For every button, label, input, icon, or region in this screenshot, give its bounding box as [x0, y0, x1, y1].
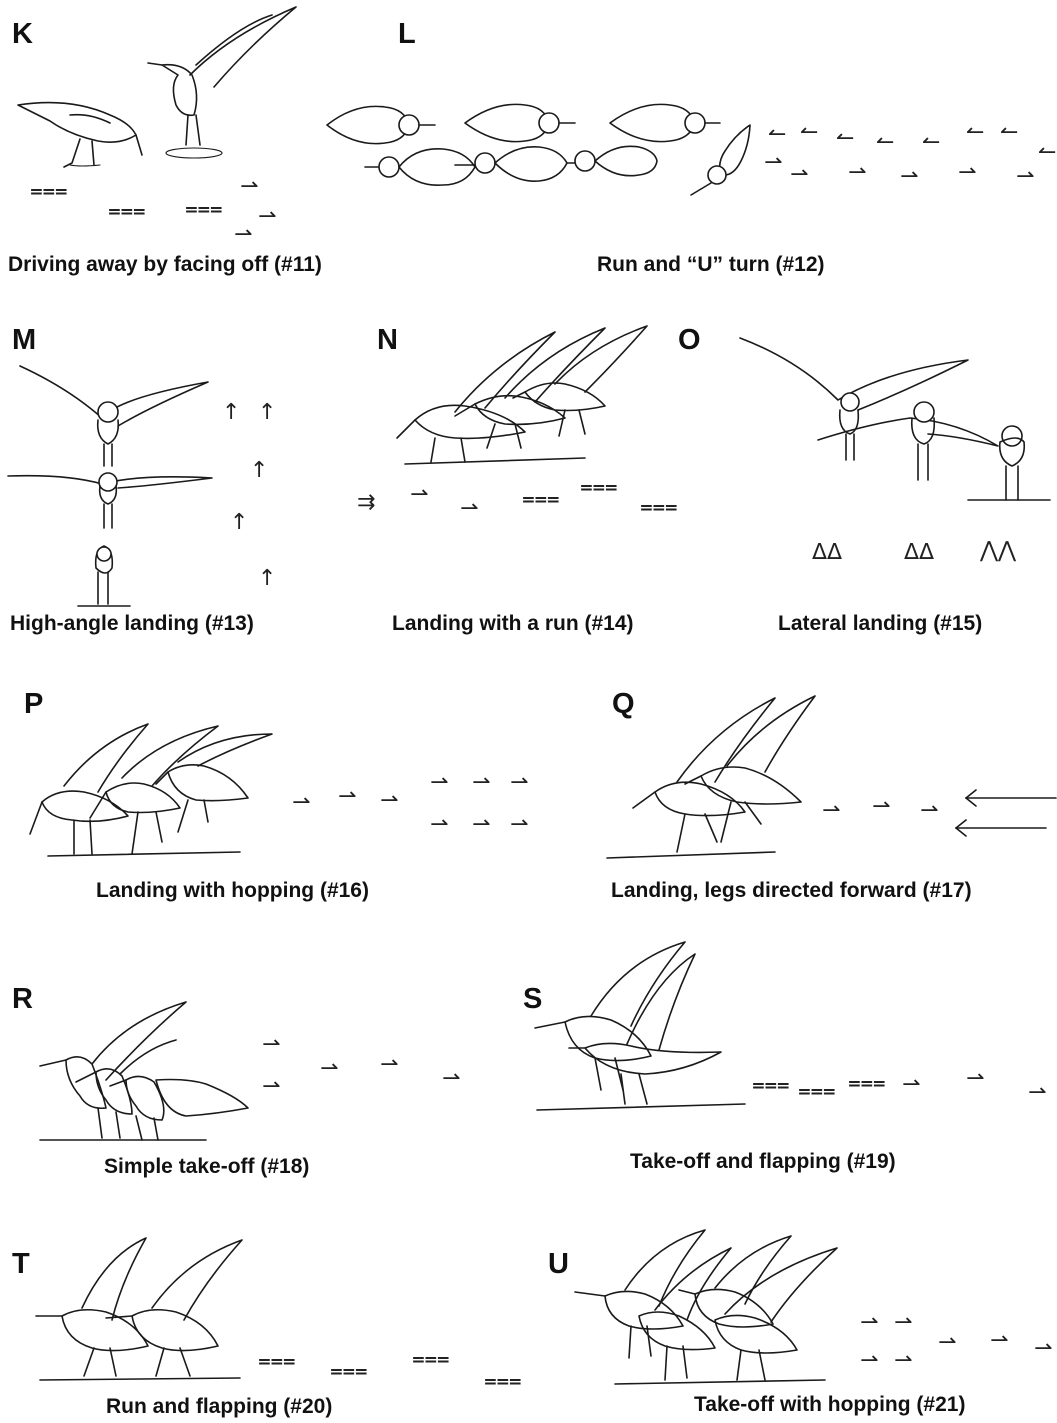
footprint-icon: ↑	[222, 402, 240, 424]
footprint-icon: ⇀	[1028, 1082, 1046, 1104]
footprint-icon: ⇀	[262, 1076, 280, 1098]
footprint-icon: ⇀	[472, 772, 490, 794]
caption-r: Simple take-off (#18)	[104, 1156, 309, 1177]
footprint-icon: ⩶	[798, 1080, 836, 1102]
panel-letter-t: T	[12, 1250, 30, 1279]
footprint-icon: ⇀	[442, 1068, 460, 1090]
footprint-icon: ⩶	[848, 1072, 886, 1094]
footprint-icon: ↑	[258, 568, 276, 590]
footprint-icon: ⩶	[752, 1074, 790, 1096]
footprint-icon: ⇀	[966, 1068, 984, 1090]
footprint-icon: ⇀	[920, 800, 938, 822]
caption-t: Run and flapping (#20)	[106, 1396, 332, 1417]
footprint-icon: ⇀	[240, 176, 258, 198]
footprint-icon: ⇀	[938, 1332, 956, 1354]
footprint-icon: ⇀	[430, 772, 448, 794]
footprint-icon: ⇀	[234, 224, 252, 246]
landing-with-hopping-birds-icon	[28, 722, 278, 862]
footprint-icon: ⇀	[764, 152, 782, 174]
footprint-icon: ⇀	[472, 814, 490, 836]
caption-s: Take-off and flapping (#19)	[630, 1151, 896, 1172]
footprint-icon: ⩶	[522, 488, 560, 510]
footprint-icon: ⇀	[790, 164, 808, 186]
caption-k: Driving away by facing off (#11)	[8, 254, 322, 275]
footprint-icon: ᐃᐃ	[904, 542, 934, 564]
simple-take-off-birds-icon	[36, 1000, 256, 1145]
caption-p: Landing with hopping (#16)	[96, 880, 369, 901]
take-off-with-hopping-birds-icon	[575, 1230, 850, 1390]
footprint-icon: ↼	[1038, 142, 1056, 164]
caption-m: High-angle landing (#13)	[10, 613, 254, 634]
footprint-icon: ⇀	[822, 800, 840, 822]
footprint-icon: ⇀	[380, 790, 398, 812]
panel-letter-p: P	[24, 690, 43, 719]
footprint-icon: ⇀	[262, 1034, 280, 1056]
footprint-icon: ⩶	[580, 476, 618, 498]
panel-letter-m: M	[12, 326, 36, 355]
facing-off-birds-icon	[10, 5, 280, 165]
footprint-icon: ⩶	[330, 1360, 368, 1382]
footprint-icon: ⩶	[185, 198, 223, 220]
footprint-icon: ⇀	[510, 772, 528, 794]
footprint-icon: ⇀	[900, 166, 918, 188]
footprint-icon: ⇀	[1016, 166, 1034, 188]
footprint-icon: ↼	[922, 132, 940, 154]
footprint-icon: ⇀	[860, 1350, 878, 1372]
lateral-landing-birds-icon	[738, 330, 1053, 505]
footprint-icon: ⩶	[258, 1350, 296, 1372]
caption-n: Landing with a run (#14)	[392, 613, 634, 634]
footprint-icon: ⩶	[484, 1370, 522, 1392]
footprint-icon: ↼	[1000, 122, 1018, 144]
footprint-icon: ⇀	[410, 484, 428, 506]
footprint-icon: ⇀	[860, 1312, 878, 1334]
footprint-icon: ⇀	[292, 792, 310, 814]
footprint-icon: ⇀	[510, 814, 528, 836]
footprint-icon: ⇀	[894, 1350, 912, 1372]
footprint-icon: ⇀	[848, 162, 866, 184]
panel-letter-o: O	[678, 326, 701, 355]
landing-with-run-birds-icon	[395, 322, 655, 472]
high-angle-landing-birds-icon	[8, 358, 218, 613]
footprint-icon: ⇀	[320, 1058, 338, 1080]
footprint-icon: ⇀	[1034, 1338, 1052, 1360]
footprint-icon: ↑	[250, 460, 268, 482]
landing-legs-forward-birds-icon	[605, 692, 825, 862]
footprint-icon: ↼	[966, 122, 984, 144]
footprint-icon: ↼	[800, 122, 818, 144]
footprint-icon: ↑	[258, 402, 276, 424]
panel-letter-r: R	[12, 985, 33, 1014]
footprint-icon: ⩶	[640, 496, 678, 518]
footprint-icon: ↼	[768, 124, 786, 146]
footprint-icon: ⇀	[894, 1312, 912, 1334]
footprint-icon: ⇀	[430, 814, 448, 836]
footprint-icon: ⩶	[30, 180, 68, 202]
footprint-icon: ⇀	[460, 498, 478, 520]
footprint-icon: ⇀	[990, 1330, 1008, 1352]
footprint-icon: ⇀	[902, 1074, 920, 1096]
footprint-icon: ⇀	[380, 1054, 398, 1076]
footprint-icon: ⇀	[258, 206, 276, 228]
footprint-icon: ⩶	[108, 200, 146, 222]
footprint-icon: ⇀	[958, 162, 976, 184]
footprint-icon: ⋀⋀	[980, 540, 1016, 562]
footprint-icon: ᐃᐃ	[812, 542, 842, 564]
footprint-icon: ↑	[230, 512, 248, 534]
run-and-flapping-birds-icon	[36, 1236, 246, 1386]
u-turn-birds-top-view-icon	[325, 95, 765, 205]
caption-q: Landing, legs directed forward (#17)	[611, 880, 972, 901]
caption-o: Lateral landing (#15)	[778, 613, 982, 634]
footprint-icon: ⇀	[338, 786, 356, 808]
footprint-icon: ↼	[836, 128, 854, 150]
footprint-icon: ↼	[876, 132, 894, 154]
footprint-icon: ⩶	[412, 1348, 450, 1370]
caption-l: Run and “U” turn (#12)	[597, 254, 825, 275]
caption-u: Take-off with hopping (#21)	[694, 1394, 965, 1415]
panel-letter-l: L	[398, 20, 416, 49]
long-stride-tracks-icon	[950, 780, 1057, 840]
footprint-icon: ⇀	[872, 796, 890, 818]
panel-letter-u: U	[548, 1250, 569, 1279]
take-off-and-flapping-birds-icon	[535, 940, 750, 1115]
footprint-icon: ⇉	[357, 492, 375, 514]
